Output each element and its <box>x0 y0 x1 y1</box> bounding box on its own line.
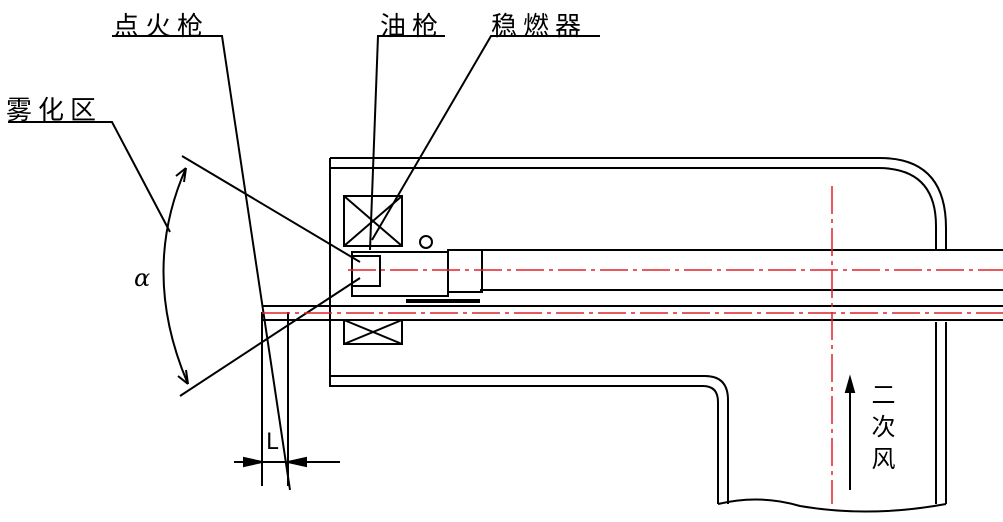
oil-pipe <box>480 249 1003 291</box>
riser-break <box>717 498 947 513</box>
label-atomization-zone: 雾化区 <box>6 96 103 126</box>
outer-duct-top <box>330 157 947 250</box>
angle-arc <box>162 167 189 385</box>
leader-atomization <box>8 121 171 233</box>
label-ignition-gun: 点火枪 <box>113 12 210 42</box>
nozzle-body <box>351 251 449 297</box>
leader-ignition <box>112 35 291 491</box>
label-flame-stabilizer: 稳燃器 <box>491 12 588 42</box>
nozzle-coupling <box>447 249 483 293</box>
outer-duct <box>329 158 719 504</box>
inner-duct-top <box>330 167 937 250</box>
leader-stabilizer <box>371 35 600 241</box>
label-distance-L: L <box>266 430 279 455</box>
leader-oilgun <box>369 35 445 251</box>
cone-upper <box>181 155 361 263</box>
label-secondary-air: 二次风 <box>867 382 895 478</box>
label-oil-gun: 油枪 <box>380 12 445 42</box>
riser-right <box>935 322 947 504</box>
cone-lower <box>179 277 361 397</box>
inner-duct-bottom <box>330 375 729 504</box>
nozzle-tip <box>351 255 381 287</box>
swirler-bottom <box>343 319 403 345</box>
bolt <box>419 235 433 249</box>
swirler-top <box>343 195 403 247</box>
label-angle-alpha: α <box>134 264 151 292</box>
